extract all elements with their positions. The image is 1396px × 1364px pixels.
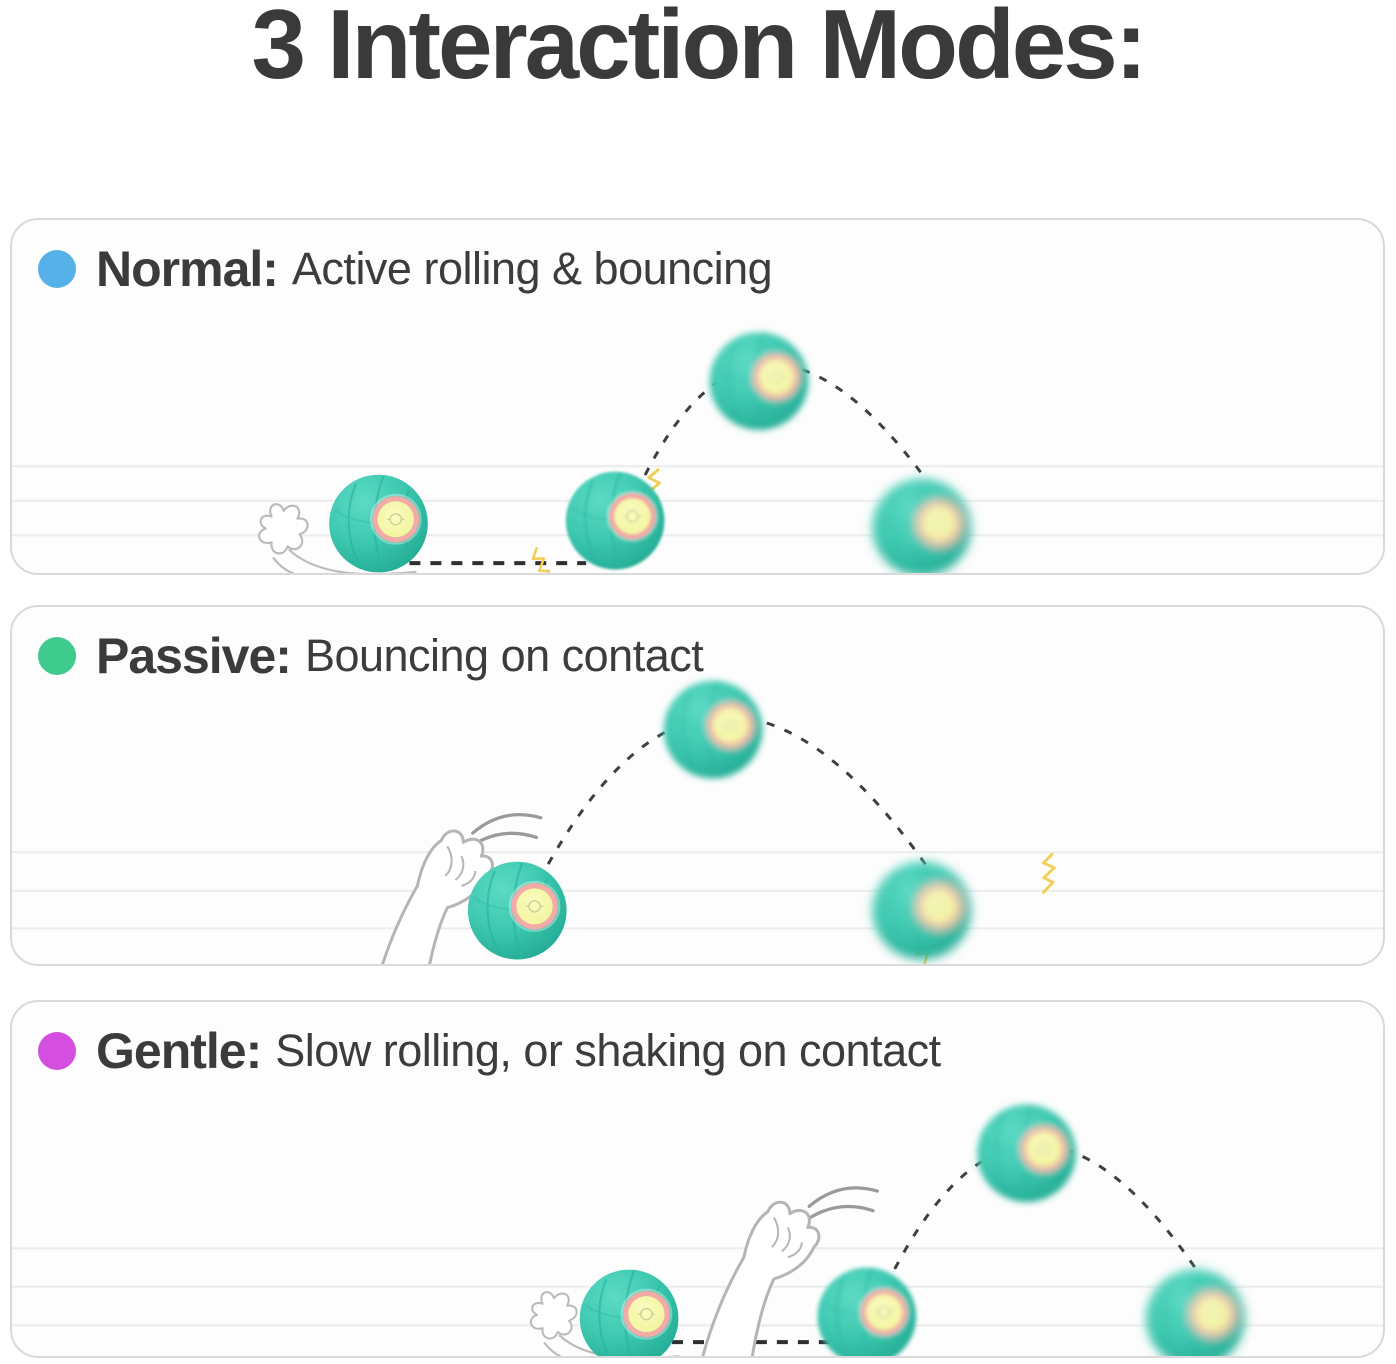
mode-label: Passive:	[96, 628, 292, 684]
panel-normal-mode: Normal: Active rolling & bouncing	[10, 218, 1385, 575]
floor-lines	[12, 465, 1383, 537]
mode-label: Gentle:	[96, 1023, 262, 1079]
scene-passive	[12, 679, 1383, 964]
robot-ball	[466, 860, 568, 961]
panel-passive-mode: Passive: Bouncing on contact	[10, 605, 1385, 966]
mode-header: Gentle: Slow rolling, or shaking on cont…	[38, 1022, 941, 1080]
cat-paw-icon	[684, 1200, 821, 1356]
mode-header: Passive: Bouncing on contact	[38, 627, 704, 685]
robot-ball-blurred	[816, 1266, 918, 1356]
mode-color-dot-icon	[38, 637, 76, 675]
impact-spark-icon	[528, 545, 554, 573]
robot-ball-blurred	[708, 331, 810, 432]
robot-ball-blurred	[662, 679, 764, 780]
mode-label: Normal:	[96, 241, 279, 297]
robot-ball-blurred	[1144, 1268, 1246, 1356]
scene-gentle	[12, 1103, 1383, 1356]
impact-spark-icon	[1037, 851, 1059, 896]
robot-ball-blurred	[976, 1103, 1077, 1204]
robot-ball	[578, 1268, 680, 1356]
mode-color-dot-icon	[38, 1032, 76, 1070]
mode-header: Normal: Active rolling & bouncing	[38, 240, 773, 298]
robot-ball-blurred	[871, 477, 973, 573]
mode-description: Slow rolling, or shaking on contact	[275, 1025, 941, 1076]
mode-description: Active rolling & bouncing	[291, 243, 773, 294]
panel-gentle-mode: Gentle: Slow rolling, or shaking on cont…	[10, 1000, 1385, 1358]
robot-ball-blurred	[564, 470, 666, 571]
page-title: 3 Interaction Modes:	[251, 0, 1148, 99]
robot-ball-blurred	[871, 860, 973, 961]
mode-color-dot-icon	[38, 250, 76, 288]
robot-ball	[328, 473, 429, 573]
mode-description: Bouncing on contact	[304, 630, 704, 681]
scene-normal	[12, 331, 1383, 573]
floor-lines	[12, 851, 1383, 930]
